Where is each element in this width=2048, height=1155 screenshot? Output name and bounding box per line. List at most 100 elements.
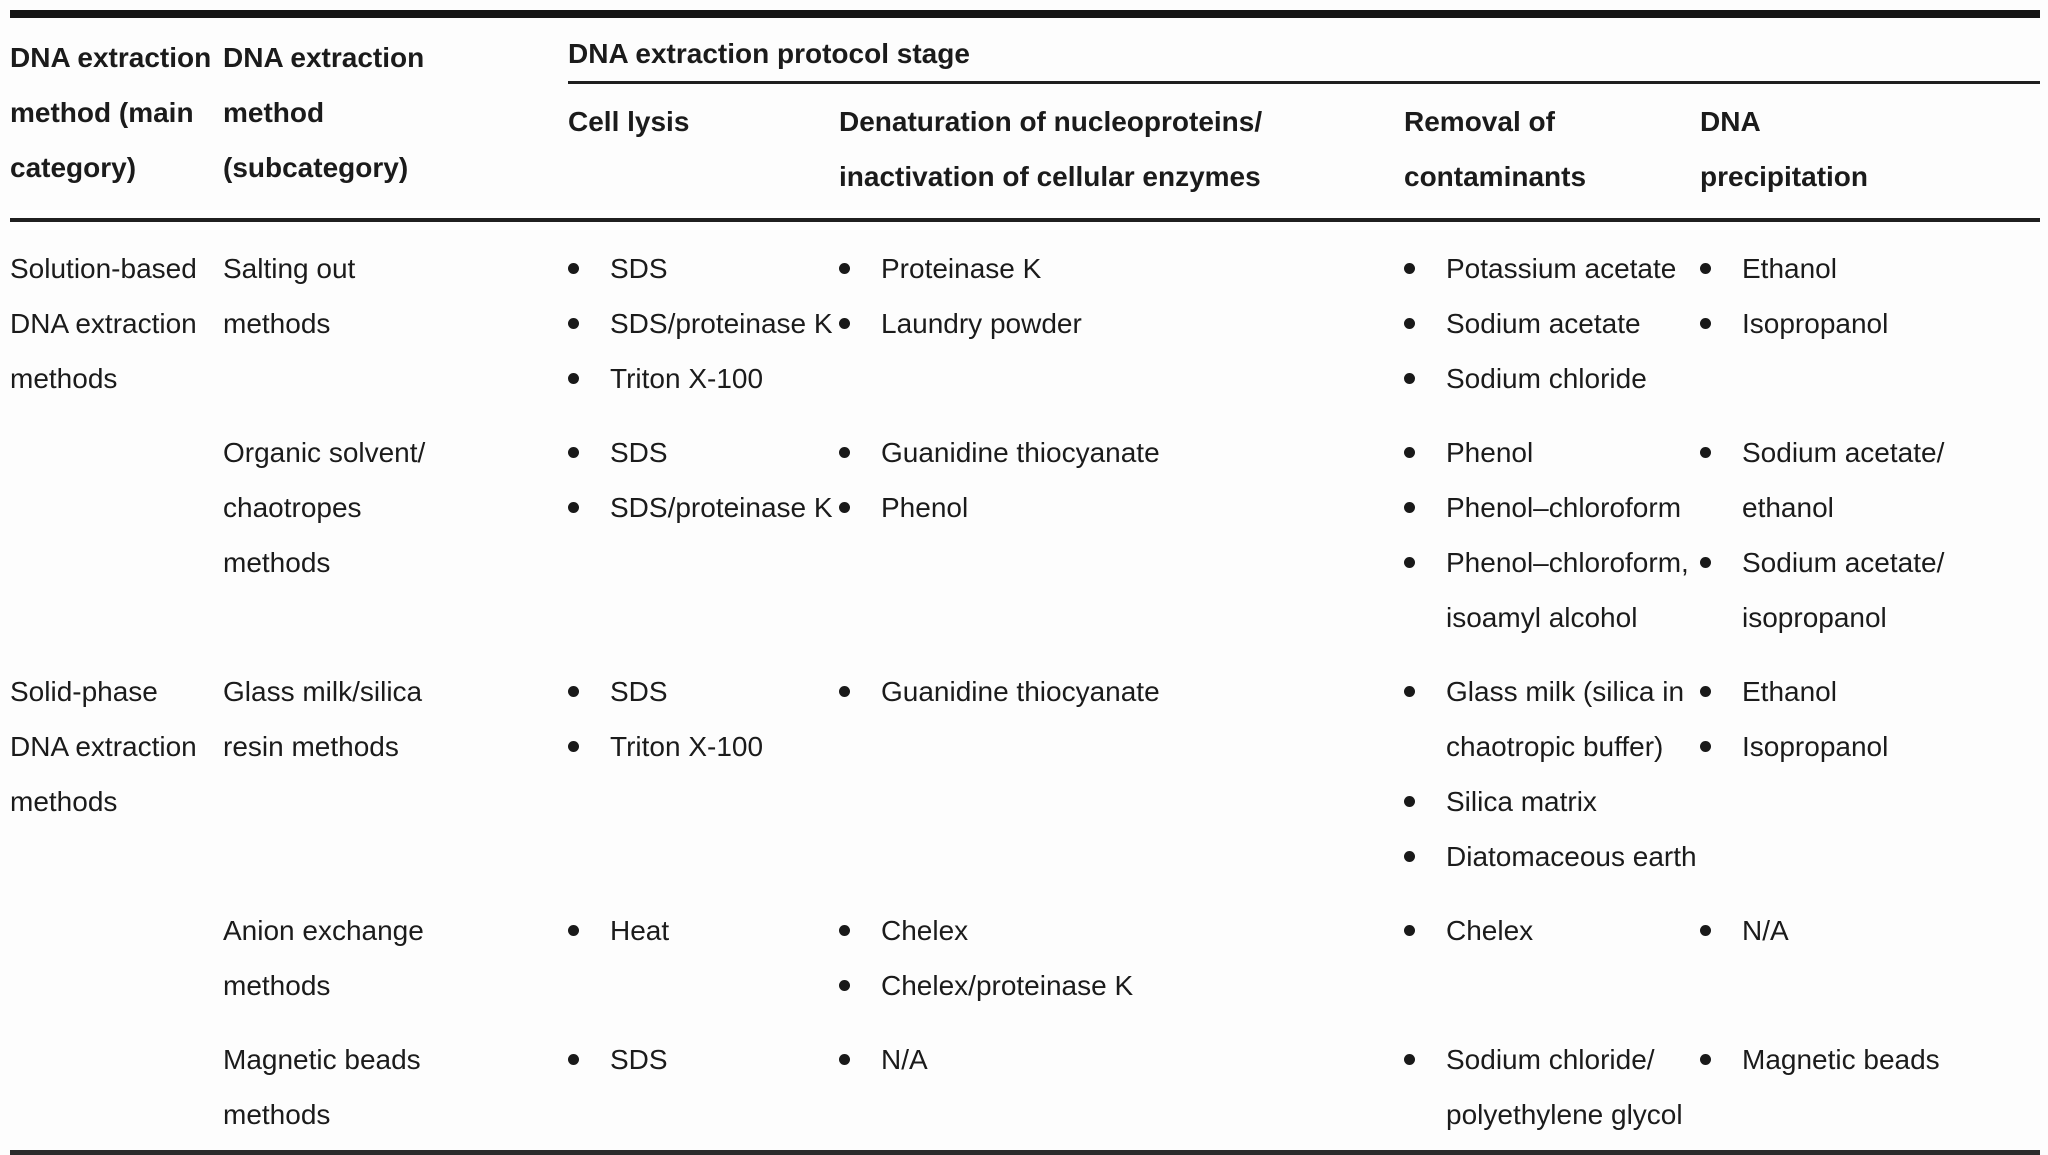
list-item: SDS [568,1032,839,1087]
list-item: Proteinase K [839,241,1404,296]
list-item: Magnetic beads [1700,1032,2040,1087]
item-text: Heat [610,915,670,946]
cell-denaturation: N/A [839,1032,1404,1087]
cell-subcategory: Salting out methods [223,253,356,339]
item-text: Sodium acetate/ ethanol [1742,437,1945,523]
list-item: SDS [568,664,839,719]
item-text: Glass milk (silica in chaotropic buffer) [1446,676,1685,762]
cell-cell-lysis: Heat [568,903,839,958]
cell-subcategory: Organic solvent/ chaotropes methods [223,437,426,578]
bullet-icon [568,241,610,274]
list-item: Triton X-100 [568,351,839,406]
item-text: Phenol [881,492,969,523]
table-row-magnetic-beads: Magnetic beads methods SDS N/A Sodium ch… [10,1013,2040,1142]
cell-cell-lysis: SDS Triton X-100 [568,664,839,774]
item-text: Guanidine thiocyanate [881,676,1160,707]
header-subcategory: DNA extraction method (subcategory) [223,42,425,183]
bullet-icon [1404,535,1446,568]
list-item: SDS/proteinase K [568,480,839,535]
item-text: Magnetic beads [1742,1044,1940,1075]
list-item: Isopropanol [1700,296,2040,351]
header-denaturation: Denaturation of nucleoproteins/ inactiva… [839,106,1263,192]
dna-extraction-table: DNA extraction method (main category) DN… [10,10,2040,1155]
list-item: Ethanol [1700,664,2040,719]
bullet-icon [568,903,610,936]
list-item: Isopropanol [1700,719,2040,774]
bullet-icon [839,664,881,697]
list-item: Chelex [839,903,1404,958]
list-item: Sodium acetate/ ethanol [1700,425,2040,535]
table-header: DNA extraction method (main category) DN… [10,10,2040,222]
header-cell-lysis: Cell lysis [568,106,690,137]
cell-denaturation: Proteinase K Laundry powder [839,241,1404,351]
cell-cell-lysis: SDS [568,1032,839,1087]
item-text: Diatomaceous earth [1446,841,1697,872]
list-item: SDS/proteinase K [568,296,839,351]
cell-denaturation: Chelex Chelex/proteinase K [839,903,1404,1013]
item-text: Potassium acetate [1446,253,1677,284]
list-item: Glass milk (silica in chaotropic buffer) [1404,664,1700,774]
bullet-icon [839,425,881,458]
item-text: Phenol–chloroform [1446,492,1682,523]
cell-main-category: Solid-phase DNA extraction methods [10,676,197,817]
bullet-icon [839,958,881,991]
list-item: Laundry powder [839,296,1404,351]
table-body: Solution-based DNA extraction methods Sa… [10,222,2040,1155]
bullet-icon [1700,425,1742,458]
bullet-icon [568,480,610,513]
bullet-icon [1404,829,1446,862]
item-text: SDS/proteinase K [610,492,833,523]
cell-removal: Potassium acetate Sodium acetate Sodium … [1404,241,1700,406]
list-item: SDS [568,425,839,480]
bullet-icon [568,351,610,384]
item-text: Sodium chloride/ polyethylene glycol [1446,1044,1683,1130]
bullet-icon [568,425,610,458]
item-text: Sodium acetate/ isopropanol [1742,547,1945,633]
item-text: Chelex [1446,915,1534,946]
bullet-icon [1404,425,1446,458]
cell-precipitation: Magnetic beads [1700,1032,2040,1087]
list-item: N/A [1700,903,2040,958]
cell-removal: Sodium chloride/ polyethylene glycol [1404,1032,1700,1142]
item-text: Triton X-100 [610,363,764,394]
item-text: Chelex [881,915,969,946]
list-item: Sodium acetate [1404,296,1700,351]
item-text: Isopropanol [1742,731,1889,762]
bullet-icon [839,241,881,274]
list-item: Triton X-100 [568,719,839,774]
list-item: Chelex/proteinase K [839,958,1404,1013]
bullet-icon [839,903,881,936]
table-row-glass-milk: Solid-phase DNA extraction methods Glass… [10,645,2040,884]
bullet-icon [1404,1032,1446,1065]
list-item: Sodium acetate/ isopropanol [1700,535,2040,645]
cell-removal: Phenol Phenol–chloroform Phenol–chlorofo… [1404,425,1700,645]
cell-denaturation: Guanidine thiocyanate Phenol [839,425,1404,535]
list-item: N/A [839,1032,1404,1087]
list-item: Silica matrix [1404,774,1700,829]
item-text: Ethanol [1742,253,1837,284]
list-item: Heat [568,903,839,958]
list-item: Sodium chloride [1404,351,1700,406]
item-text: Proteinase K [881,253,1042,284]
item-text: N/A [881,1044,928,1075]
list-item: Potassium acetate [1404,241,1700,296]
cell-removal: Chelex [1404,903,1700,958]
bullet-icon [1700,903,1742,936]
bullet-icon [1700,1032,1742,1065]
list-item: Guanidine thiocyanate [839,664,1404,719]
list-item: Sodium chloride/ polyethylene glycol [1404,1032,1700,1142]
list-item: Ethanol [1700,241,2040,296]
item-text: Chelex/proteinase K [881,970,1134,1001]
list-item: Chelex [1404,903,1700,958]
header-removal-of-contaminants: Removal of contaminants [1404,106,1587,192]
list-item: SDS [568,241,839,296]
list-item: Diatomaceous earth [1404,829,1700,884]
table-row-salting-out: Solution-based DNA extraction methods Sa… [10,222,2040,406]
item-text: Ethanol [1742,676,1837,707]
bullet-icon [1404,241,1446,274]
item-text: Sodium chloride [1446,363,1647,394]
item-text: N/A [1742,915,1789,946]
bullet-icon [568,1032,610,1065]
item-text: SDS [610,676,668,707]
item-text: Silica matrix [1446,786,1597,817]
